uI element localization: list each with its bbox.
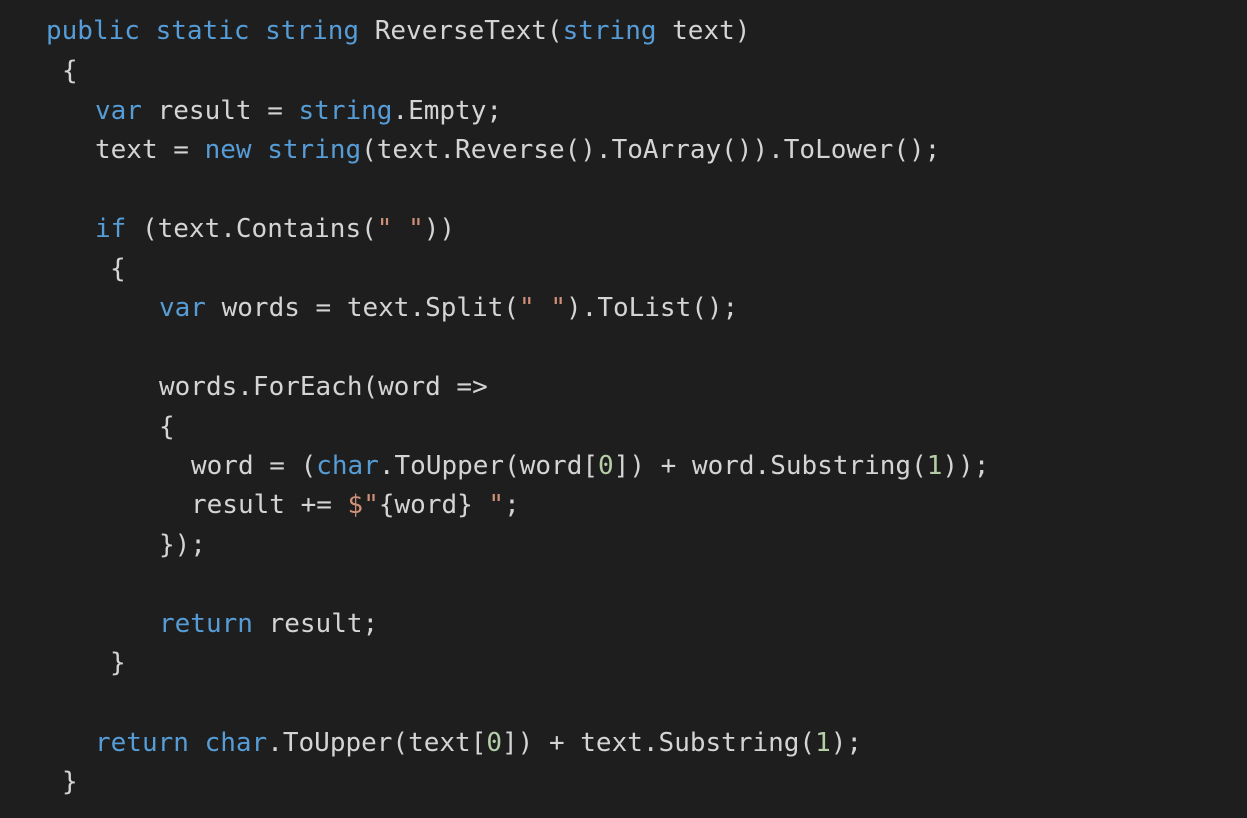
token-brace: { xyxy=(159,412,175,442)
token-identifier: .ToUpper(text[ xyxy=(267,728,487,758)
token-space xyxy=(140,16,156,46)
token-keyword: string xyxy=(267,135,362,165)
token-identifier: result += xyxy=(191,490,348,520)
token-identifier: )) xyxy=(423,214,456,244)
code-line-4: text = new string(text.Reverse().ToArray… xyxy=(95,131,940,170)
token-keyword: static xyxy=(155,16,250,46)
token-identifier: (text.Contains( xyxy=(126,214,377,244)
code-line-9: { xyxy=(159,408,175,447)
token-number: 1 xyxy=(815,728,831,758)
token-string: $" xyxy=(347,490,379,520)
token-interpolation: {word} xyxy=(378,490,473,520)
token-identifier: ]) + word.Substring( xyxy=(613,451,927,481)
token-space xyxy=(250,16,266,46)
token-identifier: .Empty; xyxy=(392,96,503,126)
code-line-6: { xyxy=(110,250,126,289)
code-line-16: } xyxy=(62,763,78,802)
token-string: " xyxy=(472,490,505,520)
token-brace: { xyxy=(110,254,126,284)
token-identifier: ).ToList(); xyxy=(566,293,739,323)
token-keyword: return xyxy=(159,609,253,639)
code-line-1: public static string ReverseText(string … xyxy=(46,12,750,51)
token-number: 0 xyxy=(598,451,614,481)
token-identifier: )); xyxy=(942,451,990,481)
token-identifier: ]) + text.Substring( xyxy=(502,728,816,758)
code-line-15: return char.ToUpper(text[0]) + text.Subs… xyxy=(95,724,862,763)
token-keyword: string xyxy=(562,16,657,46)
token-identifier: words.ForEach(word => xyxy=(159,372,488,402)
token-keyword: var xyxy=(95,96,142,126)
token-brace: }); xyxy=(159,530,206,560)
token-string: " " xyxy=(519,293,567,323)
code-line-8: words.ForEach(word => xyxy=(159,368,488,407)
token-string: " " xyxy=(376,214,424,244)
token-identifier: text = xyxy=(95,135,205,165)
token-identifier: text) xyxy=(656,16,751,46)
code-line-2: { xyxy=(62,52,78,91)
token-brace: { xyxy=(62,56,78,86)
token-keyword: var xyxy=(159,293,206,323)
code-line-11: result += $"{word} "; xyxy=(191,486,520,525)
code-line-14: } xyxy=(110,644,126,683)
code-line-13: return result; xyxy=(159,605,378,644)
token-space xyxy=(189,728,205,758)
code-line-12: }); xyxy=(159,526,206,565)
token-identifier: .ToUpper(word[ xyxy=(378,451,599,481)
token-punctuation: ; xyxy=(504,490,520,520)
token-identifier: (text.Reverse().ToArray()).ToLower(); xyxy=(361,135,941,165)
token-keyword: if xyxy=(95,214,127,244)
token-number: 1 xyxy=(926,451,943,481)
token-identifier: word = ( xyxy=(191,451,317,481)
token-identifier: ReverseText( xyxy=(359,16,563,46)
token-identifier: ); xyxy=(830,728,863,758)
token-brace: } xyxy=(110,648,126,678)
code-line-10: word = (char.ToUpper(word[0]) + word.Sub… xyxy=(191,447,989,486)
code-line-7: var words = text.Split(" ").ToList(); xyxy=(159,289,738,328)
token-keyword: new xyxy=(204,135,252,165)
token-keyword: public xyxy=(46,16,140,46)
token-identifier: result = xyxy=(141,96,299,126)
token-keyword: string xyxy=(265,16,360,46)
token-space xyxy=(252,135,268,165)
token-identifier: words = text.Split( xyxy=(205,293,520,323)
token-keyword: char xyxy=(204,728,268,758)
token-keyword: char xyxy=(316,451,379,481)
token-identifier: result; xyxy=(252,609,379,639)
token-brace: } xyxy=(62,767,78,797)
token-keyword: string xyxy=(298,96,393,126)
token-keyword: return xyxy=(95,728,189,758)
code-line-3: var result = string.Empty; xyxy=(95,92,502,131)
code-line-5: if (text.Contains(" ")) xyxy=(95,210,455,249)
token-number: 0 xyxy=(486,728,503,758)
